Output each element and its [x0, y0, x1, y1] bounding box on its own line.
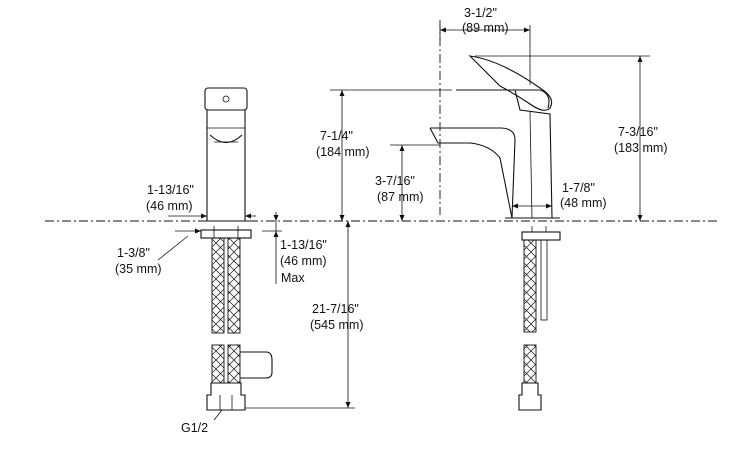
spout-height-metric: (184 mm) [316, 145, 369, 159]
body-width-metric: (46 mm) [146, 199, 193, 213]
dim-shank [157, 228, 201, 261]
spout-height-imperial: 7-1/4" [320, 129, 353, 143]
hose-cold [227, 237, 241, 334]
connection-label: G1/2 [181, 421, 208, 435]
overall-height-imperial: 7-3/16" [618, 125, 658, 139]
hose-cold-end [227, 344, 241, 384]
hose-length-metric: (545 mm) [310, 318, 363, 332]
hose-hot [211, 237, 225, 334]
dim-hose-length [245, 221, 355, 409]
front-view-faucet [200, 87, 252, 222]
hose-hot-end [211, 344, 225, 384]
spout-reach-imperial: 3-1/2" [464, 6, 497, 20]
shank-imperial: 1-3/8" [117, 246, 150, 260]
deck-thickness-note: Max [281, 271, 305, 285]
base-depth-imperial: 1-7/8" [562, 181, 595, 195]
dim-spout-height [330, 89, 452, 221]
deck-thickness-imperial: 1-13/16" [280, 238, 327, 252]
deck-thickness-metric: (46 mm) [280, 254, 327, 268]
shank-metric: (35 mm) [115, 262, 162, 276]
connection-leader [213, 409, 223, 421]
aerator-height-imperial: 3-7/16" [375, 174, 415, 188]
side-view-mounting [518, 226, 561, 411]
hose-length-imperial: 21-7/16" [312, 302, 359, 316]
spout-reach-metric: (89 mm) [462, 21, 509, 35]
dim-base-depth [512, 203, 552, 209]
dim-deck-thickness [262, 212, 282, 284]
dim-spout-reach [439, 25, 531, 85]
overall-height-metric: (183 mm) [614, 141, 667, 155]
side-view-faucet [429, 55, 560, 219]
body-width-imperial: 1-13/16" [147, 183, 194, 197]
base-depth-metric: (48 mm) [560, 196, 607, 210]
aerator-height-metric: (87 mm) [377, 190, 424, 204]
dim-body-width [168, 213, 256, 219]
deck-line [45, 20, 720, 222]
dim-aerator-height [390, 144, 440, 221]
dim-overall-height [475, 55, 650, 221]
front-view-mounting [200, 226, 273, 411]
